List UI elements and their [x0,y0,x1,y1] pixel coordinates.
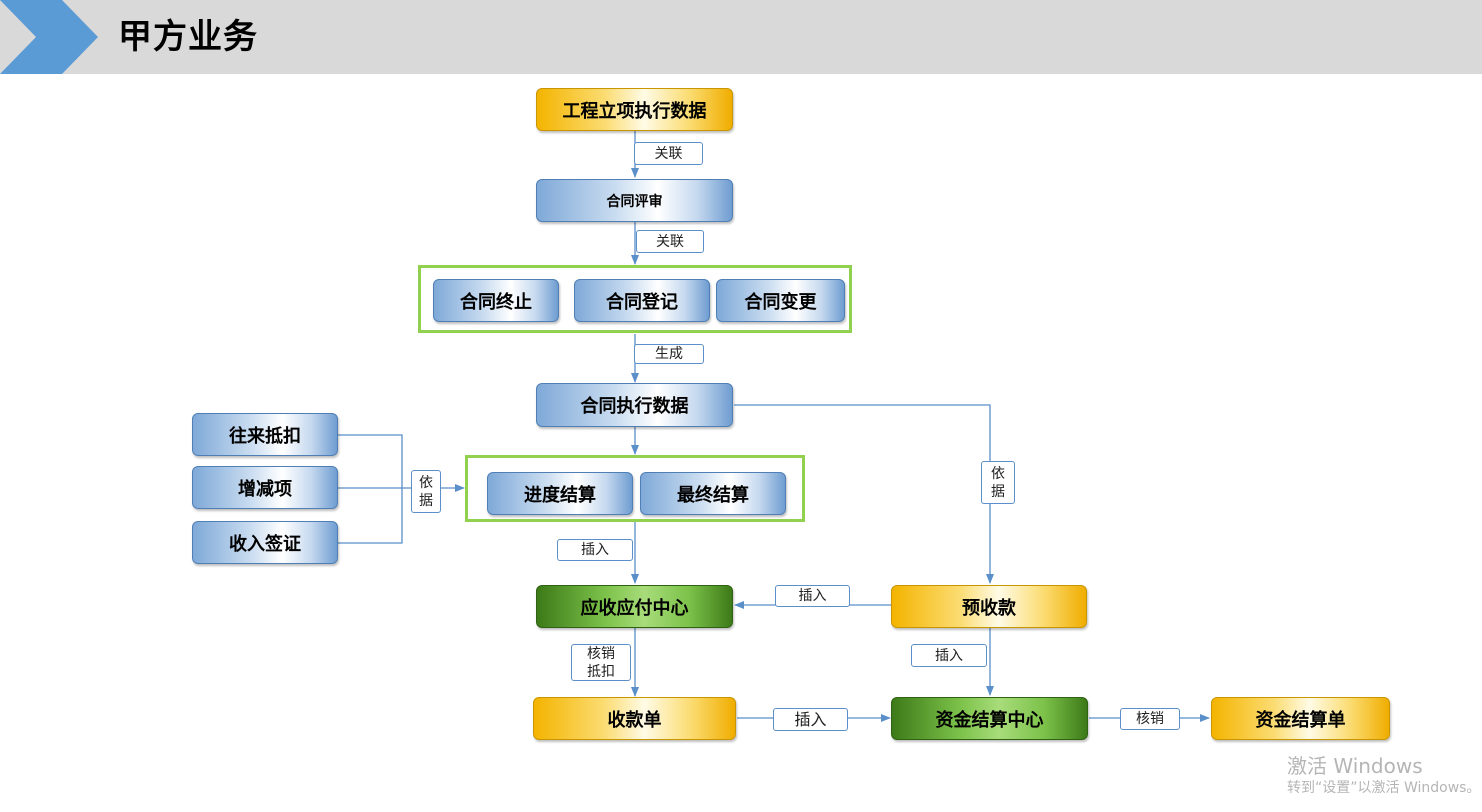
connector-left-bracket [338,434,403,544]
edge-label-basis-left-char1: 依 [419,474,433,491]
edge-label-writeoff-offset: 核销 抵扣 [571,644,631,681]
settlement-group [465,455,805,522]
edge-label-basis-right-char1: 依 [991,465,1005,482]
edge-label-insert-down: 插入 [557,539,633,561]
windows-activation-watermark: 激活 Windows 转到“设置”以激活 Windows。 [1287,754,1480,798]
edge-label-basis-left-char2: 据 [419,492,433,509]
node-offset[interactable]: 往来抵扣 [192,413,338,456]
edge-label-link-1: 关联 [634,142,703,165]
edge-label-writeoff-right: 核销 [1120,708,1180,730]
watermark-line1: 激活 Windows [1287,754,1423,778]
watermark-line2: 转到“设置”以激活 Windows。 [1287,780,1481,796]
node-income-visa[interactable]: 收入签证 [192,521,338,564]
edge-label-insert-bottom: 插入 [773,708,848,731]
header-bar: 甲方业务 [0,0,1482,74]
connector-exec-advance [734,404,994,584]
node-advance-receipt[interactable]: 预收款 [891,585,1087,628]
edge-label-insert-left: 插入 [775,585,850,607]
node-fund-settlement-center[interactable]: 资金结算中心 [891,697,1088,740]
edge-label-basis-right-char2: 据 [991,483,1005,500]
node-fund-settlement-voucher[interactable]: 资金结算单 [1211,697,1390,740]
edge-label-link-2: 关联 [636,230,704,253]
node-increase-decrease[interactable]: 增减项 [192,466,338,509]
node-ar-ap-center[interactable]: 应收应付中心 [536,585,733,628]
chevron-arrow-icon [0,0,98,74]
node-receipt-voucher[interactable]: 收款单 [533,697,736,740]
node-contract-change[interactable]: 合同变更 [716,279,845,322]
node-progress-settlement[interactable]: 进度结算 [487,472,633,515]
edge-label-writeoff-line1: 核销 [587,645,615,662]
node-contract-terminate[interactable]: 合同终止 [433,279,559,322]
node-final-settlement[interactable]: 最终结算 [640,472,786,515]
edge-label-writeoff-line2: 抵扣 [587,663,615,680]
node-project-data[interactable]: 工程立项执行数据 [536,88,733,131]
edge-label-generate: 生成 [634,344,704,364]
node-contract-register[interactable]: 合同登记 [574,279,710,322]
page-title: 甲方业务 [118,17,258,57]
node-contract-exec-data[interactable]: 合同执行数据 [536,383,733,427]
edge-label-insert-prepay-down: 插入 [911,644,987,667]
node-contract-review[interactable]: 合同评审 [536,179,733,222]
contract-action-group [418,265,852,333]
edge-label-basis-right: 依 据 [981,461,1015,504]
edge-label-basis-left: 依 据 [411,470,441,513]
